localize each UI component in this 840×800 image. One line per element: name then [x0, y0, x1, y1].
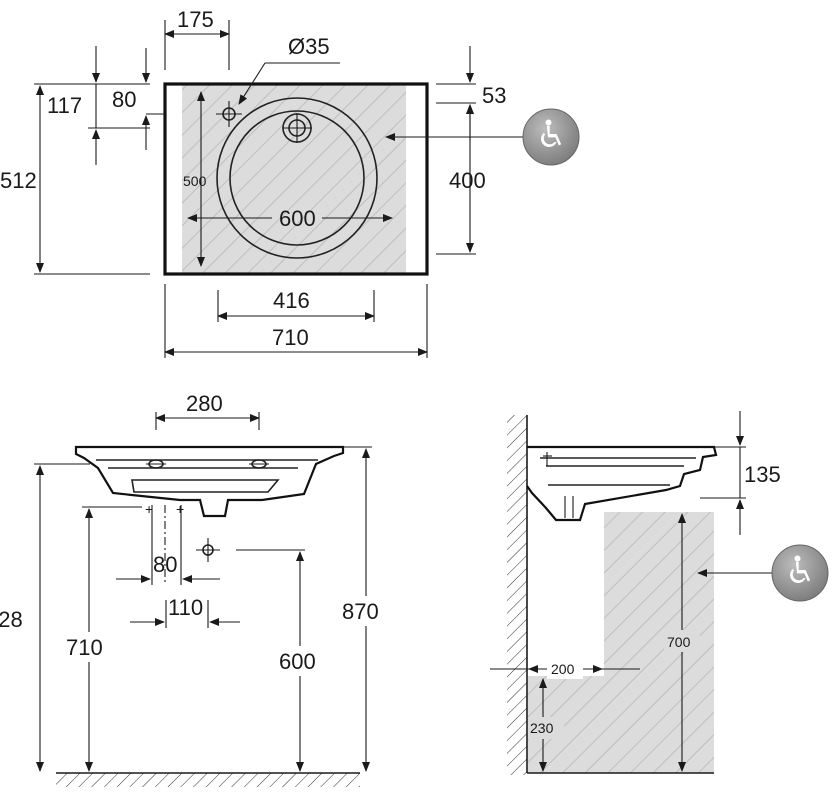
side-knee-clearance-zone — [528, 512, 714, 773]
dim-700: 700 — [667, 634, 691, 650]
dim-828: 828 — [0, 607, 23, 632]
top-bowl-inner — [229, 110, 365, 246]
dim-d35: Ø35 — [288, 34, 330, 59]
dim-80: 80 — [112, 87, 136, 112]
dim-80-front: 80 — [153, 552, 177, 577]
side-wall-hatch — [507, 415, 527, 775]
dim-600-front: 600 — [279, 649, 316, 674]
dim-175: 175 — [177, 7, 214, 32]
dim-710-front: 710 — [66, 635, 103, 660]
top-basin-outline — [163, 82, 429, 276]
front-basin-profile — [74, 445, 345, 518]
side-view: 135 700 200 230 — [490, 411, 829, 775]
dim-512: 512 — [0, 168, 37, 193]
top-view: Ø35 175 512 117 80 500 600 53 — [0, 7, 580, 358]
svg-text:+: + — [176, 501, 184, 517]
dim-710: 710 — [272, 325, 309, 350]
wheelchair-icon — [522, 108, 580, 166]
dim-400: 400 — [449, 168, 486, 193]
front-view: + + 280 80 110 828 710 60 — [0, 391, 390, 787]
top-knee-clearance-zone — [182, 84, 406, 274]
dim-230: 230 — [530, 720, 554, 736]
dim-416: 416 — [273, 288, 310, 313]
top-bowl-outer — [216, 97, 378, 259]
dim-110: 110 — [168, 595, 203, 620]
dim-117: 117 — [47, 93, 82, 118]
dim-500: 500 — [183, 173, 207, 189]
dim-135: 135 — [744, 462, 781, 487]
dim-53: 53 — [482, 83, 506, 108]
wheelchair-icon-side — [771, 544, 829, 602]
side-basin-profile — [526, 445, 718, 522]
dim-600: 600 — [279, 206, 316, 231]
svg-text:+: + — [145, 501, 153, 517]
dim-200: 200 — [551, 661, 575, 677]
front-floor-hatch — [56, 773, 360, 787]
dim-280: 280 — [186, 391, 223, 416]
dim-870: 870 — [342, 599, 379, 624]
